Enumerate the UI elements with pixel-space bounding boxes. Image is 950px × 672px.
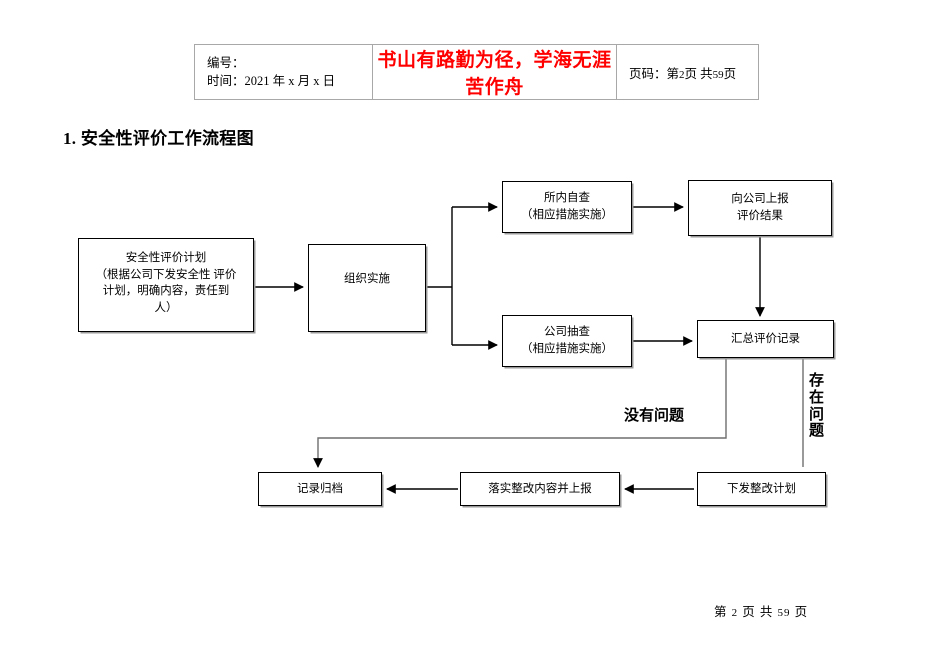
flow-node-plan-line4: 人） <box>154 302 178 315</box>
header-motto-text: 书山有路勤为径，学海无涯苦作舟 <box>377 50 612 98</box>
flow-node-rectification-plan: 下发整改计划 <box>697 472 826 506</box>
header-page-suffix: 页 <box>723 66 737 81</box>
flow-node-archive-records: 记录归档 <box>258 472 382 506</box>
flow-node-archive-label: 记录归档 <box>297 482 343 495</box>
footer-suffix: 页 <box>794 605 809 619</box>
header-date-value: 2021 年 x 月 x 日 <box>244 74 336 88</box>
header-doc-number: 编号： <box>207 55 245 70</box>
footer-mid: 页 共 <box>742 605 774 619</box>
footer-prefix: 第 <box>714 605 728 619</box>
header-cell-pagination: 页码：第2页 共59页 <box>616 44 759 100</box>
flow-node-self-inspection: 所内自查 （相应措施实施） <box>502 181 632 233</box>
flow-node-implement-label: 落实整改内容并上报 <box>488 482 592 495</box>
flow-node-plan-line3: 计划，明确内容，责任到 <box>102 285 230 298</box>
page-title: 1. 安全性评价工作流程图 <box>63 129 254 148</box>
header-doc-date: 时间：2021 年 x 月 x 日 <box>207 72 372 90</box>
flow-node-summary-label: 汇总评价记录 <box>731 332 800 345</box>
flow-node-spot-check: 公司抽查 （相应措施实施） <box>502 315 632 367</box>
header-page-mid: 页 共 <box>684 66 713 81</box>
flow-node-self-line2: （相应措施实施） <box>521 209 613 221</box>
flow-node-implement-rectification: 落实整改内容并上报 <box>460 472 620 506</box>
flow-node-plan-line1: 安全性评价计划 <box>125 252 207 264</box>
header-cell-motto: 书山有路勤为径，学海无涯苦作舟 <box>372 44 617 100</box>
page-header-table: 编号： 时间：2021 年 x 月 x 日 书山有路勤为径，学海无涯苦作舟 页码… <box>194 44 759 100</box>
footer-total-pages: 59 <box>777 607 791 619</box>
flow-node-spot-line2: （相应措施实施） <box>521 343 613 355</box>
flow-node-self-line1: 所内自查 <box>544 192 590 205</box>
flow-node-plan-line2: （根据公司下发安全性 评价 <box>95 268 237 281</box>
flow-node-plan: 安全性评价计划 （根据公司下发安全性 评价 计划，明确内容，责任到 人） <box>78 238 254 332</box>
header-date-label: 时间： <box>207 74 245 88</box>
flow-node-report-line1: 向公司上报 <box>731 193 789 206</box>
edge-label-no-problem: 没有问题 <box>624 408 685 424</box>
header-page-label: 页码：第 <box>629 66 680 81</box>
header-page-number: 2 <box>679 68 685 81</box>
flow-node-report-results: 向公司上报 评价结果 <box>688 180 832 236</box>
flow-node-org-label: 组织实施 <box>344 273 390 285</box>
header-cell-doc-info: 编号： 时间：2021 年 x 月 x 日 <box>194 44 373 100</box>
flow-node-summary-records: 汇总评价记录 <box>697 320 834 358</box>
flow-node-spot-line1: 公司抽查 <box>544 326 590 339</box>
footer-page-number: 2 <box>731 607 739 619</box>
flow-node-rectplan-label: 下发整改计划 <box>727 482 796 495</box>
flow-node-report-line2: 评价结果 <box>737 210 783 222</box>
page-footer: 第 2 页 共 59 页 <box>714 601 808 620</box>
header-total-pages: 59 <box>712 68 724 81</box>
flow-node-org: 组织实施 <box>308 244 426 332</box>
edge-label-has-problem: 存在问题 <box>808 373 824 440</box>
